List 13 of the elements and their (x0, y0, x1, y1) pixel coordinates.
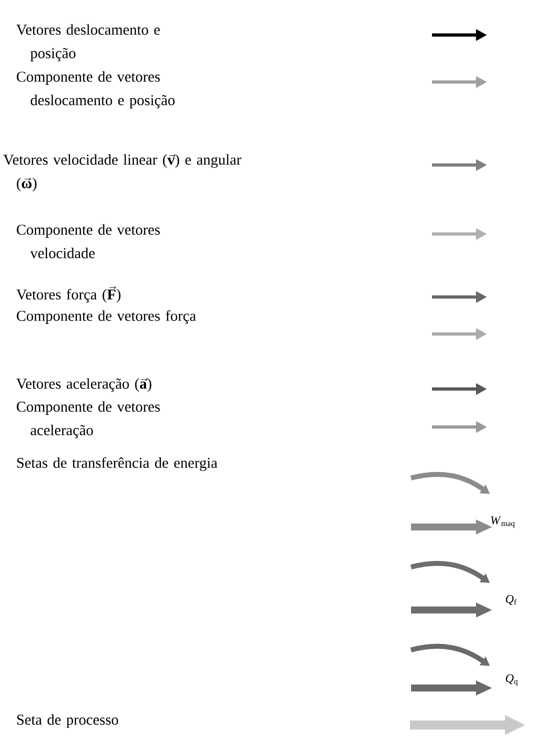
legend-text: Componente de vetores força (16, 310, 196, 324)
symbol-label: W$_{maq}$ (490, 516, 515, 528)
legend-text: Vetores velocidade linear (v⃗) e angular (ω⃗) (3, 154, 242, 192)
legend-text: Vetores deslocamento e posição (16, 24, 160, 62)
legend-text: Vetores aceleração (a⃗) (16, 378, 152, 392)
legend-text: Componente de vetores aceleração (16, 401, 160, 438)
legend-text: Componente de vetores deslocamento e posição (16, 71, 175, 108)
symbol-label: Q$_{f}$ (506, 595, 517, 605)
legend-text: Seta de processo (17, 714, 118, 728)
symbol-label: Q$_{q}$ (506, 674, 518, 686)
legend-text: Setas de transferência de energia (17, 457, 218, 471)
legend-text: Vetores força (F⃗) (16, 286, 120, 303)
legend-text: Componente de vetores velocidade (16, 224, 160, 258)
